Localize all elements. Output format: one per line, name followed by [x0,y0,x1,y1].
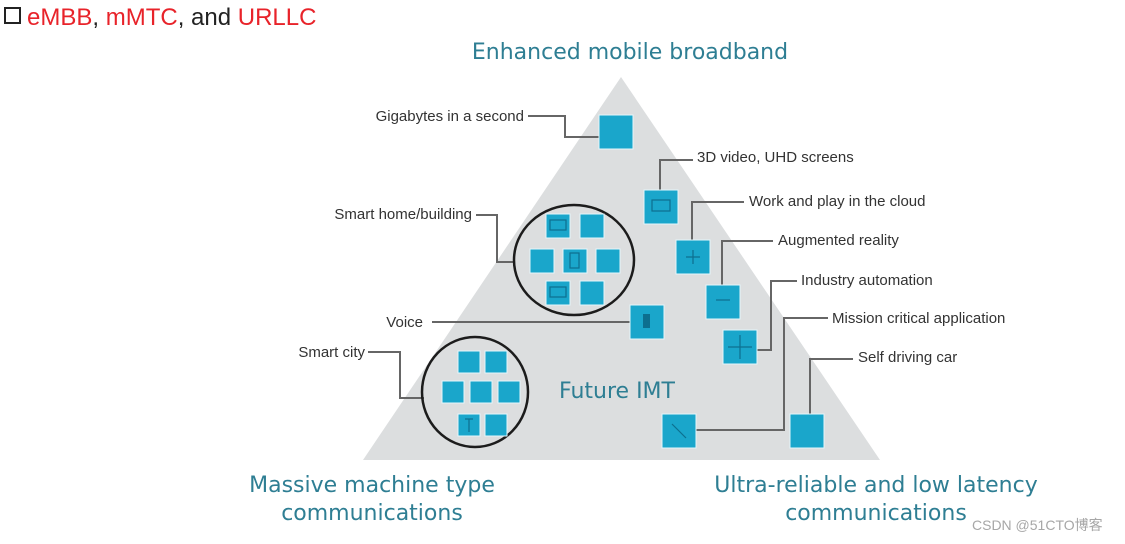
smart-home-cluster [512,203,636,317]
heading-separator: , and [177,4,238,31]
tile-cloud [675,239,711,275]
leader-industry [757,280,797,351]
leader-mission [696,317,828,431]
leader-smartcity [368,351,424,399]
corner-urllc-label-line1: Ultra-reliable and low latency [714,473,1037,498]
label-smart-city: Smart city [298,344,365,361]
smart-city-cluster [420,335,530,449]
corner-mmtc-label-line2: communications [281,501,463,526]
leader-video [659,159,693,190]
corner-mmtc-label-line1: Massive machine type [249,473,495,498]
leader-cloud [691,201,744,240]
tile-self-driving-car [789,413,825,449]
label-mission-critical: Mission critical application [832,310,1005,327]
slide-heading: eMBB, mMTC, and URLLC [4,4,316,32]
heading-mmtc: mMTC [105,4,178,31]
watermark: CSDN @51CTO博客 [972,517,1103,533]
label-self-driving-car: Self driving car [858,349,957,366]
tile-augmented-reality [705,284,741,320]
tile-gigabytes [598,114,634,150]
heading-separator: , [92,4,106,31]
tile-mission-critical [661,413,697,449]
tile-voice [629,304,665,340]
tile-3d-video [643,189,679,225]
tile-industry-automation [722,329,758,365]
label-3d-video: 3D video, UHD screens [697,149,854,166]
corner-embb-label: Enhanced mobile broadband [472,40,788,65]
leader-ar [721,240,773,285]
label-industry-automation: Industry automation [801,272,933,289]
label-voice: Voice [386,314,423,331]
corner-urllc-label-line2: communications [785,501,967,526]
label-gigabytes: Gigabytes in a second [376,108,524,125]
label-cloud: Work and play in the cloud [749,193,926,210]
leader-selfdriving [809,358,853,415]
label-augmented-reality: Augmented reality [778,232,899,249]
leader-smarthome [476,214,515,263]
center-future-imt-label: Future IMT [559,379,676,404]
leader-gigabytes [528,115,599,138]
heading-urllc: URLLC [237,4,317,31]
heading-embb: eMBB [27,4,93,31]
checkbox-bullet-icon [4,7,21,24]
label-smart-home: Smart home/building [334,206,472,223]
